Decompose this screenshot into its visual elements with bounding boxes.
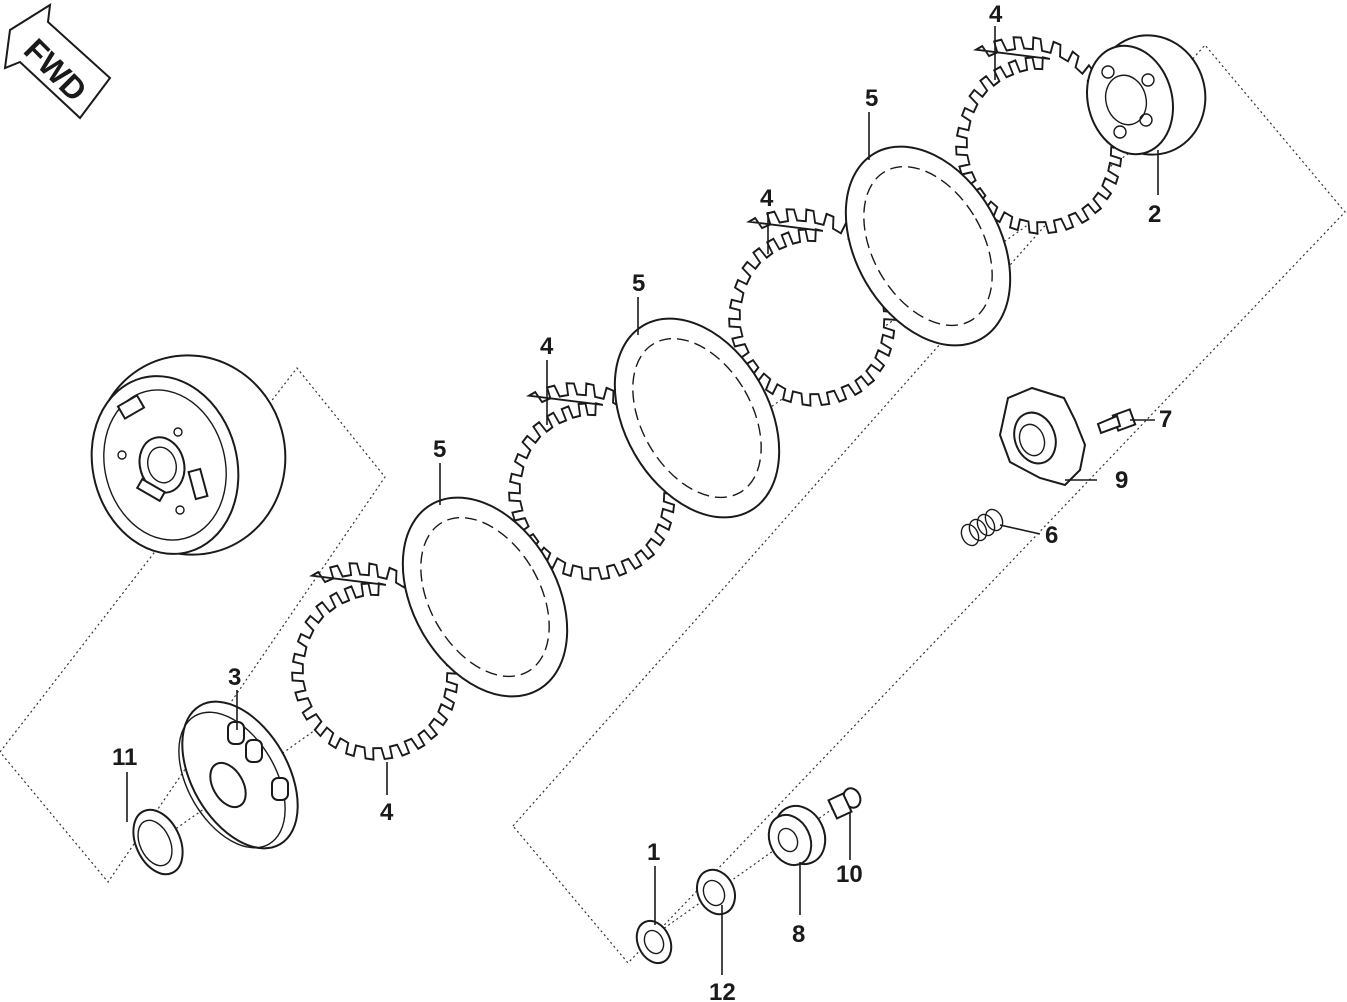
callout-9: 9 bbox=[1115, 467, 1128, 494]
bolt bbox=[1096, 408, 1137, 435]
needle-bearing bbox=[132, 808, 184, 876]
lock-nut bbox=[696, 868, 736, 916]
callout-8: 8 bbox=[792, 921, 805, 948]
pressure-plate bbox=[178, 700, 299, 850]
callout-10: 10 bbox=[836, 861, 863, 888]
clutch-housing bbox=[90, 354, 287, 556]
push-pin bbox=[827, 787, 862, 820]
steel-plate-3 bbox=[844, 145, 1012, 347]
callout-3: 3 bbox=[228, 664, 241, 691]
callout-5-b: 5 bbox=[632, 270, 645, 297]
callout-7: 7 bbox=[1159, 406, 1172, 433]
callout-4-d: 4 bbox=[380, 799, 394, 826]
callout-11: 11 bbox=[112, 744, 137, 771]
clutch-hub bbox=[1086, 34, 1207, 156]
callout-5-a: 5 bbox=[865, 85, 878, 112]
spring bbox=[960, 508, 1004, 547]
callout-6: 6 bbox=[1045, 522, 1058, 549]
steel-plate-1 bbox=[401, 496, 569, 698]
leader-lines bbox=[126, 26, 1159, 975]
ball-bearing bbox=[767, 804, 827, 867]
fwd-arrow-icon: FWD bbox=[3, 3, 112, 120]
callout-labels: 1 2 3 4 4 4 4 5 5 5 6 7 8 9 10 11 12 bbox=[112, 1, 1172, 1002]
steel-plate-2 bbox=[613, 317, 781, 519]
callout-12: 12 bbox=[709, 979, 736, 1002]
washer bbox=[635, 919, 673, 965]
callout-5-c: 5 bbox=[433, 436, 446, 463]
callout-1: 1 bbox=[647, 839, 660, 866]
lifter-plate bbox=[998, 386, 1087, 487]
callout-2: 2 bbox=[1148, 201, 1161, 228]
callout-4-a: 4 bbox=[989, 1, 1003, 28]
callout-4-c: 4 bbox=[540, 333, 554, 360]
callout-4-b: 4 bbox=[760, 185, 774, 212]
